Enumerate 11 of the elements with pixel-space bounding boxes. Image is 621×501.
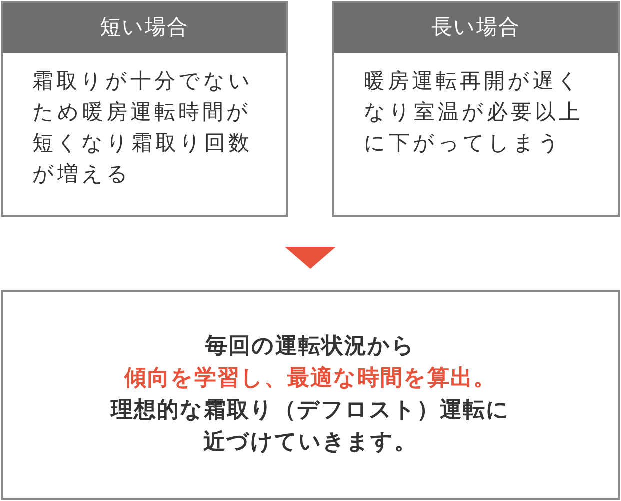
card-text: 霜取りが十分でないため暖房運転時間が短くなり霜取り回数が増える	[32, 68, 254, 188]
card-header: 短い場合	[3, 3, 286, 53]
result-text: 毎回の運転状況から	[204, 333, 416, 361]
arrow	[285, 247, 336, 269]
card-header: 長い場合	[334, 3, 618, 53]
result-text: 傾向を学習し、最適な時間を算出。	[123, 364, 498, 393]
info-card	[332, 1, 620, 217]
result-box	[1, 290, 620, 500]
card-text: 暖房運転再開が遅くなり室温が必要以上に下がってしまう	[364, 68, 584, 157]
info-card	[1, 1, 288, 217]
result-text: 理想的な霜取り（デフロスト）運転に近づけていきます。	[110, 397, 511, 457]
